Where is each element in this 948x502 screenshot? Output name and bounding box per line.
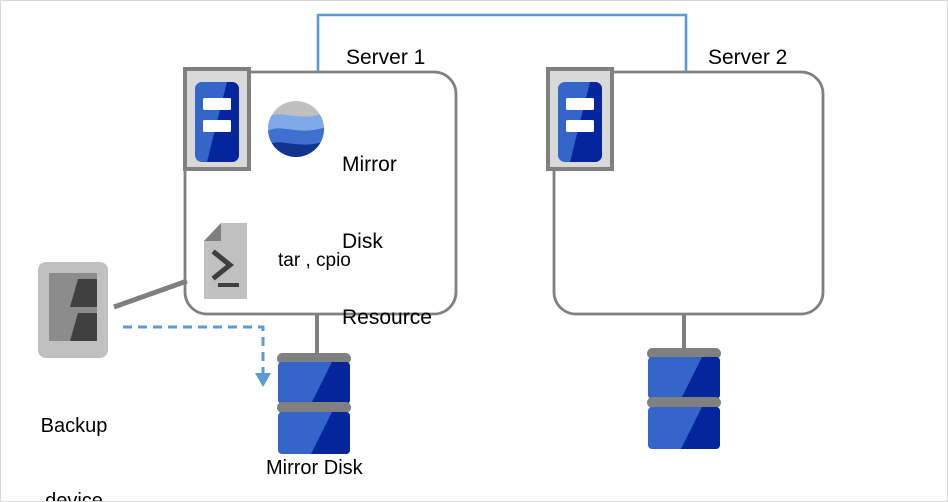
mirror-disk-resource-label: Mirror Disk Resource bbox=[342, 101, 432, 382]
mirror-disk-resource-label-line3: Resource bbox=[342, 306, 432, 329]
mirror-disk-label: Mirror Disk bbox=[266, 457, 363, 479]
connection-backup-flow bbox=[123, 325, 271, 387]
server-icon bbox=[183, 67, 251, 171]
server-1-label: Server 1 bbox=[346, 46, 426, 69]
mirror-disk-resource-label-line2: Disk bbox=[342, 229, 383, 253]
backup-device-icon bbox=[38, 262, 108, 358]
backup-device-label: Backup device bbox=[13, 364, 135, 502]
server-icon bbox=[546, 67, 614, 171]
mirror-disk-resource-label-line1: Mirror bbox=[342, 153, 397, 176]
tar-cpio-label: tar , cpio bbox=[278, 250, 351, 271]
connection-backup-link bbox=[113, 278, 188, 310]
server-2-label: Server 2 bbox=[708, 46, 788, 69]
shell-script-icon bbox=[204, 223, 247, 299]
disk-stack-icon bbox=[277, 353, 351, 454]
backup-device-label-line2: device bbox=[45, 490, 103, 502]
disk-stack-icon bbox=[647, 348, 721, 449]
server-2-box[interactable] bbox=[552, 70, 825, 316]
backup-device-label-line1: Backup bbox=[40, 415, 108, 437]
connection-interconnect bbox=[316, 13, 688, 72]
server-1-box[interactable] bbox=[183, 70, 458, 316]
